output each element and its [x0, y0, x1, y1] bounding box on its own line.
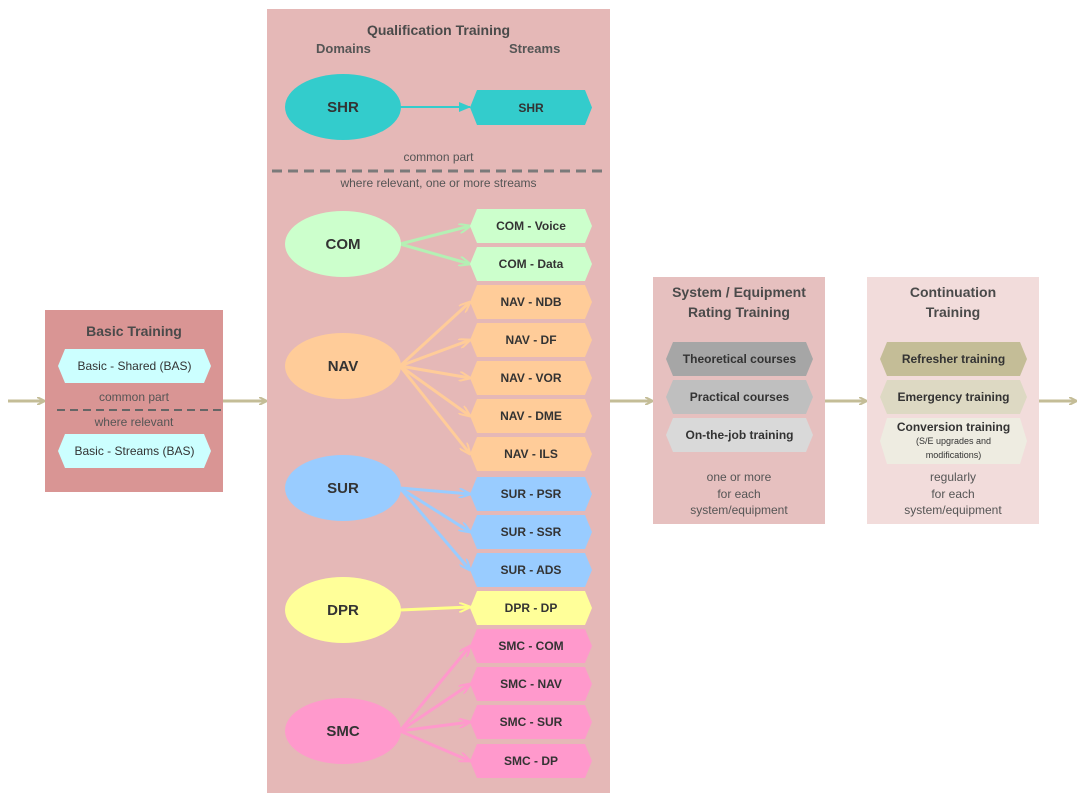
- stream-dpr-dp[interactable]: DPR - DP: [470, 591, 592, 625]
- practical-courses-hex[interactable]: Practical courses: [666, 380, 813, 414]
- conversion-training-sub-line2: modifications): [925, 450, 982, 460]
- system-note-line3: system/equipment: [690, 503, 788, 517]
- domain-com[interactable]: COM: [285, 211, 401, 277]
- arrow-com-voice: [399, 226, 470, 246]
- conversion-training-sub-line1: (S/E upgrades and: [915, 436, 992, 446]
- stream-nav-ndb[interactable]: NAV - NDB: [470, 285, 592, 319]
- domain-dpr[interactable]: DPR: [285, 577, 401, 643]
- arrow-smc-com: [398, 646, 470, 732]
- stream-nav-ils[interactable]: NAV - ILS: [470, 437, 592, 471]
- continuation-training-title-line1: Continuation: [909, 284, 997, 300]
- stream-com-voice[interactable]: COM - Voice: [470, 209, 592, 243]
- system-training-title-line2: Rating Training: [688, 304, 790, 320]
- stream-com-data[interactable]: COM - Data: [470, 247, 592, 281]
- stream-smc-nav[interactable]: SMC - NAV: [470, 667, 592, 701]
- arrow-sur-psr: [399, 486, 470, 494]
- arrow-smc-nav: [399, 684, 470, 733]
- qual-where-relevant-label: where relevant, one or more streams: [340, 176, 537, 190]
- basic-common-part-label: common part: [98, 390, 170, 404]
- arrow-sur-ssr: [399, 486, 470, 532]
- arrow-nav-ndb: [398, 302, 470, 368]
- arrow-dpr-dp: [399, 607, 470, 610]
- qualification-training-title: Qualification Training: [366, 22, 511, 38]
- refresher-training-hex[interactable]: Refresher training: [880, 342, 1027, 376]
- stream-sur-ads[interactable]: SUR - ADS: [470, 553, 592, 587]
- domain-sur[interactable]: SUR: [285, 455, 401, 521]
- arrow-smc-sur: [399, 722, 470, 733]
- streams-header: Streams: [509, 41, 561, 56]
- stream-smc-com[interactable]: SMC - COM: [470, 629, 592, 663]
- domains-header: Domains: [316, 41, 371, 56]
- arrow-nav-df: [399, 340, 470, 368]
- continuation-training-title-line2: Training: [925, 304, 981, 320]
- domain-smc[interactable]: SMC: [285, 698, 401, 764]
- stream-sur-psr[interactable]: SUR - PSR: [470, 477, 592, 511]
- stream-nav-df[interactable]: NAV - DF: [470, 323, 592, 357]
- system-note-line2: for each: [717, 487, 761, 501]
- continuation-note-line1: regularly: [929, 470, 977, 484]
- on-the-job-training-hex[interactable]: On-the-job training: [666, 418, 813, 452]
- stream-nav-dme[interactable]: NAV - DME: [470, 399, 592, 433]
- arrow-smc-dp: [399, 729, 470, 761]
- basic-shared-hex[interactable]: Basic - Shared (BAS): [58, 349, 211, 383]
- theoretical-courses-hex[interactable]: Theoretical courses: [666, 342, 813, 376]
- continuation-note-line3: system/equipment: [904, 503, 1002, 517]
- stream-shr[interactable]: SHR: [470, 90, 592, 125]
- system-note-line1: one or more: [706, 470, 772, 484]
- stream-smc-dp[interactable]: SMC - DP: [470, 744, 592, 778]
- arrow-sur-ads: [398, 487, 470, 570]
- conversion-training-label: Conversion training: [896, 420, 1011, 434]
- domain-shr[interactable]: SHR: [285, 74, 401, 140]
- arrow-com-data: [399, 242, 470, 264]
- basic-streams-hex[interactable]: Basic - Streams (BAS): [58, 434, 211, 468]
- stream-nav-vor[interactable]: NAV - VOR: [470, 361, 592, 395]
- stream-smc-sur[interactable]: SMC - SUR: [470, 705, 592, 739]
- stream-sur-ssr[interactable]: SUR - SSR: [470, 515, 592, 549]
- arrow-nav-dme: [399, 364, 470, 416]
- domain-nav[interactable]: NAV: [285, 333, 401, 399]
- basic-where-relevant-label: where relevant: [94, 415, 174, 429]
- basic-training-title: Basic Training: [86, 323, 182, 339]
- conversion-training-hex[interactable]: Conversion training (S/E upgrades and mo…: [880, 418, 1027, 464]
- emergency-training-hex[interactable]: Emergency training: [880, 380, 1027, 414]
- continuation-note-line2: for each: [931, 487, 975, 501]
- arrow-nav-vor: [399, 364, 470, 378]
- qual-common-part-label: common part: [403, 150, 474, 164]
- arrow-nav-ils: [398, 365, 470, 454]
- system-training-title-line1: System / Equipment: [672, 284, 806, 300]
